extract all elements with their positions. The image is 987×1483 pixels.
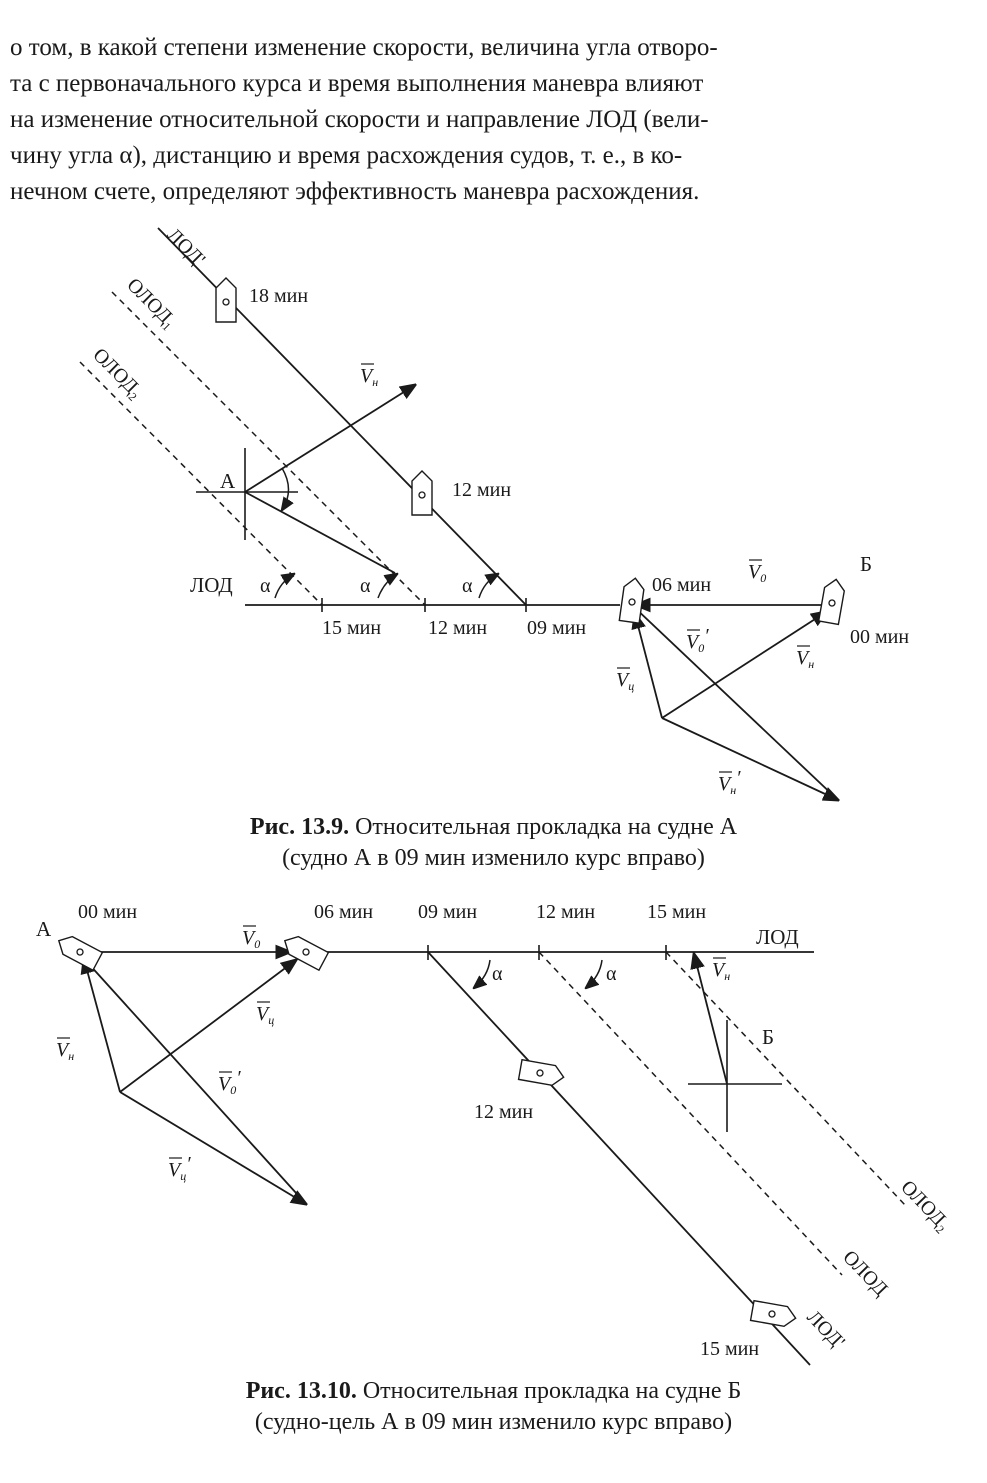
label-lod: ЛОД — [756, 925, 799, 949]
v0-prime-vector — [77, 951, 307, 1205]
caption-title: Относительная прокладка на судне А — [349, 814, 738, 840]
ship-a — [57, 935, 104, 972]
olod-line — [538, 951, 843, 1276]
label-06min: 06 мин — [652, 574, 711, 596]
figure-13-10-caption: Рис. 13.10. Относительная прокладка на с… — [0, 1376, 987, 1438]
label-vn: Vн — [360, 365, 378, 389]
body-paragraph: о том, в какой степени изменение скорост… — [10, 30, 965, 210]
alpha-arc-2 — [377, 574, 397, 599]
caption-number: Рис. 13.9. — [249, 814, 350, 840]
label-15min-ship: 15 мин — [700, 1338, 759, 1360]
alpha-arc-1 — [274, 574, 294, 599]
ship-b — [817, 578, 846, 626]
figure-13-10: А 00 мин 06 мин 09 мин 12 мин 15 мин ЛОД… — [36, 901, 955, 1366]
label-point-b: Б — [762, 1025, 774, 1049]
ship-06min — [618, 577, 645, 624]
label-lod-prime: ЛОД' — [162, 224, 209, 271]
ship-15min — [749, 1299, 797, 1328]
caption-subtitle: (судно А в 09 мин изменило курс вправо) — [282, 845, 705, 871]
label-alpha-2: α — [360, 575, 371, 597]
label-09min: 09 мин — [418, 901, 477, 923]
label-alpha-1: α — [492, 963, 503, 985]
vn-right-vector — [694, 954, 728, 1085]
label-alpha-1: α — [260, 575, 271, 597]
ship-06min — [283, 935, 330, 972]
angle-arc-a — [282, 467, 289, 510]
label-vc: Vц — [256, 1003, 274, 1027]
vc-prime-vector — [119, 1091, 306, 1204]
label-06min: 06 мин — [314, 901, 373, 923]
label-00min: 00 мин — [850, 626, 909, 648]
paragraph-line: чину угла α), дистанцию и время расхожде… — [10, 142, 683, 169]
vc-vector — [635, 614, 663, 719]
caption-title: Относительная прокладка на судне Б — [356, 1378, 742, 1404]
label-v0: V0 — [748, 561, 766, 585]
alpha-arc-1 — [474, 959, 491, 988]
label-09min-axis: 09 мин — [527, 617, 586, 639]
label-olod: ОЛОД — [838, 1246, 892, 1300]
label-12min: 12 мин — [452, 479, 511, 501]
label-olod2: ОЛОД₂ — [896, 1176, 954, 1235]
alpha-arc-3 — [478, 574, 498, 599]
label-12min-axis: 12 мин — [428, 617, 487, 639]
label-vn: Vн — [56, 1039, 74, 1063]
label-lod-prime: ЛОД' — [802, 1306, 849, 1353]
label-vc: Vц — [616, 669, 634, 693]
ship-12min — [517, 1058, 565, 1087]
label-point-b: Б — [860, 552, 872, 576]
vn-prime-vector — [661, 717, 838, 800]
paragraph-line: о том, в какой степени изменение скорост… — [10, 34, 718, 61]
label-12min-ship: 12 мин — [474, 1101, 533, 1123]
label-v0-prime: V0′ — [218, 1067, 241, 1097]
label-olod1: ОЛОД₁ — [122, 274, 181, 333]
paragraph-line: нечном счете, определяют эффективность м… — [10, 178, 700, 205]
vn-vector — [84, 959, 121, 1093]
label-18min: 18 мин — [249, 285, 308, 307]
ship-12min — [411, 470, 433, 516]
label-alpha-2: α — [606, 963, 617, 985]
alpha-arc-2 — [586, 959, 603, 988]
label-lod: ЛОД — [190, 573, 233, 597]
label-v0-prime: V0′ — [686, 625, 709, 655]
label-point-a: А — [220, 469, 236, 493]
olod2-line — [79, 361, 323, 606]
label-00min: 00 мин — [78, 901, 137, 923]
lod-prime-line — [157, 227, 527, 606]
caption-number: Рис. 13.10. — [245, 1378, 357, 1404]
ship-18min — [215, 277, 237, 323]
label-alpha-3: α — [462, 575, 473, 597]
paragraph-line: та с первоначального курса и время выпол… — [10, 70, 704, 97]
paragraph-line: на изменение относительной скорости и на… — [10, 106, 709, 133]
figure-13-9: ЛОД' ОЛОД₁ ОЛОД₂ 18 мин 12 мин А Vн ЛОД … — [79, 224, 909, 830]
label-point-a: А — [36, 917, 52, 941]
label-olod2: ОЛОД₂ — [88, 344, 147, 403]
v0-prime-vector — [631, 604, 839, 801]
a-to-olod1-line — [244, 491, 396, 574]
figure-13-9-caption: Рис. 13.9. Относительная прокладка на су… — [0, 812, 987, 874]
label-15min-axis: 15 мин — [322, 617, 381, 639]
label-vn-2: Vн — [796, 647, 814, 671]
label-12min: 12 мин — [536, 901, 595, 923]
label-vn-right: Vн — [712, 959, 730, 983]
olod1-line — [111, 291, 426, 606]
lod-prime-line — [427, 951, 811, 1366]
label-15min: 15 мин — [647, 901, 706, 923]
label-vn-prime: Vн′ — [718, 767, 741, 797]
caption-subtitle: (судно-цель А в 09 мин изменило курс впр… — [254, 1409, 733, 1435]
label-v0: V0 — [242, 927, 260, 951]
label-vc-prime: Vц′ — [168, 1153, 191, 1183]
vn-vector — [244, 385, 415, 493]
vn-vector-2 — [661, 612, 826, 719]
vc-vector — [119, 960, 296, 1093]
olod2-line — [665, 951, 906, 1206]
